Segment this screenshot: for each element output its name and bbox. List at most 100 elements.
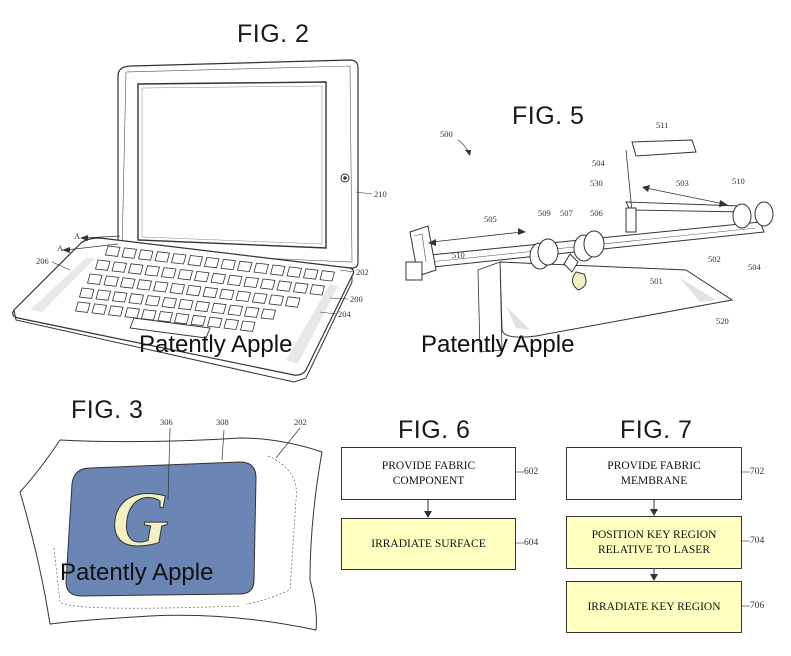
fig7-title: FIG. 7 — [620, 416, 693, 444]
keyboard-key — [206, 316, 223, 329]
keyboard-key — [226, 274, 243, 287]
keyboard-key — [170, 253, 187, 265]
fig6-step-provide-fabric: PROVIDE FABRIC COMPONENT — [341, 447, 516, 500]
fig5-ref-505: 505 — [484, 214, 497, 224]
fig7-step-ref-702: 702 — [750, 467, 765, 477]
keyboard-key — [223, 318, 240, 330]
keyboard-key — [154, 251, 171, 263]
fig2-ref-200: 200 — [350, 294, 363, 304]
fig5-ref-511: 511 — [656, 120, 668, 130]
fig2-ref-204: 204 — [338, 309, 352, 319]
keyboard-key — [194, 300, 211, 313]
fig5-title: FIG. 5 — [512, 102, 585, 130]
fig2-ref-206: 206 — [36, 256, 49, 266]
keyboard-key — [190, 314, 207, 327]
keyboard-key — [292, 282, 309, 294]
keyboard-key — [127, 263, 144, 275]
keyboard-key — [302, 268, 319, 280]
keyboard-key — [144, 265, 161, 277]
keyboard-key — [269, 264, 286, 276]
keyboard-key — [202, 286, 219, 299]
keyboard-key — [187, 255, 204, 267]
fig5-ref-509: 509 — [538, 208, 551, 218]
keyboard-key — [74, 301, 91, 313]
keyboard-key — [236, 260, 253, 273]
fig5-ref-520: 520 — [716, 316, 729, 326]
keyboard-key — [128, 293, 145, 305]
fig7-step-position-key: POSITION KEY REGION RELATIVE TO LASER — [566, 516, 742, 569]
keyboard-key — [259, 278, 276, 290]
fig5-ref-530: 530 — [590, 178, 603, 188]
keyboard-key — [137, 249, 154, 261]
fig6-step-ref-604: 604 — [524, 538, 539, 548]
keyboard-key — [286, 266, 303, 278]
keyboard-key — [243, 306, 260, 318]
keyboard-key — [251, 292, 268, 304]
keyboard-key — [86, 273, 103, 285]
fig5-ref-500: 500 — [440, 129, 453, 139]
fig7-step-ref-706: 706 — [750, 601, 765, 611]
keyboard-key — [121, 247, 138, 259]
fig3-watermark: Patently Apple — [60, 559, 214, 586]
fig7-step-irradiate-key: IRRADIATE KEY REGION — [566, 581, 742, 633]
keyboard-key — [276, 280, 293, 292]
keyboard-key — [160, 267, 177, 279]
fig3-ref-202: 202 — [294, 417, 307, 427]
keyboard-key — [185, 284, 202, 297]
keyboard-key — [220, 258, 237, 271]
keyboard-key — [140, 309, 157, 321]
keyboard-key — [319, 270, 336, 282]
keyboard-key — [107, 305, 124, 317]
keyboard-key — [111, 261, 128, 273]
keyboard-key — [169, 283, 186, 295]
fig5-ref-504b: 504 — [748, 262, 762, 272]
fig2-ref-a1: A — [57, 243, 64, 253]
keyboard-key — [218, 288, 235, 301]
fig5-ref-510a: 510 — [732, 176, 745, 186]
keyboard-key — [94, 259, 111, 271]
keyboard-key — [103, 275, 120, 287]
keyboard-key — [95, 289, 112, 301]
keyboard-key — [78, 287, 95, 299]
keyboard-key — [253, 262, 270, 274]
fig7-step-ref-704: 704 — [750, 536, 765, 546]
fig5-ref-507: 507 — [560, 208, 573, 218]
keyboard-key — [161, 297, 178, 309]
fig5-ref-506: 506 — [590, 208, 603, 218]
keyboard-key — [268, 294, 285, 306]
fig3-key-glyph: G — [111, 475, 169, 562]
fig2-ref-202: 202 — [356, 267, 369, 277]
keyboard-key — [309, 284, 326, 296]
fig5-ref-503: 503 — [676, 178, 689, 188]
keyboard-key — [157, 311, 174, 323]
keyboard-key — [144, 295, 161, 307]
fig2-ref-210: 210 — [374, 189, 387, 199]
keyboard-key — [173, 312, 190, 325]
keyboard-key — [111, 291, 128, 303]
fig5-ref-510b: 510 — [452, 250, 465, 260]
keyboard-key — [119, 277, 136, 289]
keyboard-key — [136, 279, 153, 291]
keyboard-key — [104, 245, 121, 257]
fig5-watermark: Patently Apple — [421, 331, 575, 358]
fig3-ref-308: 308 — [216, 417, 229, 427]
fig6-step-ref-602: 602 — [524, 467, 539, 477]
fig2-watermark: Patently Apple — [139, 331, 293, 358]
fig6-step-irradiate-surface: IRRADIATE SURFACE — [341, 518, 516, 570]
fig5-ref-501: 501 — [650, 276, 663, 286]
fig2-ref-a2: A — [74, 231, 81, 241]
keyboard-key — [239, 320, 256, 332]
keyboard-key — [210, 272, 227, 285]
keyboard-key — [203, 256, 220, 269]
fig6-title: FIG. 6 — [398, 416, 471, 444]
keyboard-key — [152, 281, 169, 293]
keyboard-key — [243, 276, 260, 288]
fig3-ref-306: 306 — [160, 417, 173, 427]
fig2-title: FIG. 2 — [237, 20, 310, 48]
keyboard-key — [91, 303, 108, 315]
keyboard-key — [193, 270, 210, 283]
